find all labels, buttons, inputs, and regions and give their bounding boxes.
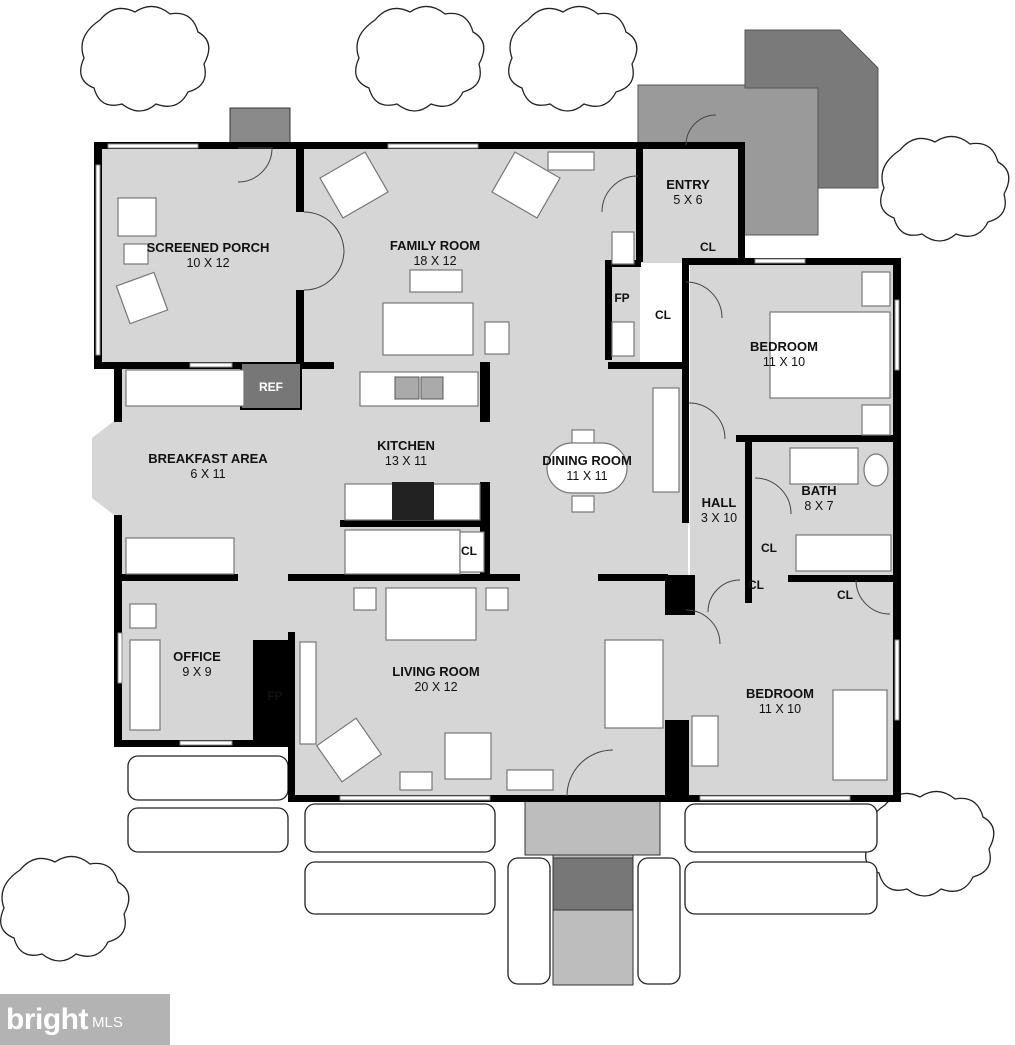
room-dims-family-room: 18 X 12 bbox=[413, 254, 456, 268]
closet-label: CL bbox=[655, 308, 671, 322]
tree-icon bbox=[865, 790, 995, 897]
refrigerator-label: REF bbox=[259, 380, 283, 394]
tree-icon bbox=[80, 5, 210, 112]
room-dims-bedroom-1: 11 X 10 bbox=[763, 355, 805, 369]
front-walkway bbox=[524, 799, 661, 986]
brand-logo: bright MLS bbox=[0, 994, 170, 1045]
room-dims-kitchen: 13 X 11 bbox=[385, 454, 427, 468]
closet-label: CL bbox=[748, 578, 764, 592]
room-name-bath: BATH bbox=[801, 483, 836, 498]
room-name-hall: HALL bbox=[702, 495, 737, 510]
fireplace-label: FP bbox=[267, 689, 282, 703]
room-dims-bedroom-2: 11 X 10 bbox=[759, 702, 801, 716]
room-name-bedroom-1: BEDROOM bbox=[750, 339, 818, 354]
closet-label: CL bbox=[700, 240, 716, 254]
room-name-family-room: FAMILY ROOM bbox=[390, 238, 480, 253]
room-dims-entry: 5 X 6 bbox=[673, 193, 702, 207]
tree-icon bbox=[355, 5, 485, 112]
logo-suffix: MLS bbox=[91, 1014, 123, 1031]
room-dims-breakfast-area: 6 X 11 bbox=[190, 467, 225, 481]
room-dims-bath: 8 X 7 bbox=[804, 499, 833, 513]
room-labels: SCREENED PORCH 10 X 12 FAMILY ROOM 18 X … bbox=[147, 177, 837, 716]
room-name-dining-room: DINING ROOM bbox=[542, 453, 632, 468]
room-name-kitchen: KITCHEN bbox=[377, 438, 435, 453]
closet-label: CL bbox=[837, 588, 853, 602]
room-name-breakfast-area: BREAKFAST AREA bbox=[148, 451, 268, 466]
logo-brand: bright bbox=[6, 1002, 88, 1036]
room-dims-living-room: 20 X 12 bbox=[414, 680, 457, 694]
room-dims-dining-room: 11 X 11 bbox=[566, 469, 607, 483]
fixture-labels: CL CL CL CL CL CL FP FP REF bbox=[259, 240, 853, 703]
room-dims-screened-porch: 10 X 12 bbox=[186, 256, 229, 270]
room-dims-office: 9 X 9 bbox=[182, 665, 211, 679]
windows bbox=[95, 143, 900, 801]
closet-label: CL bbox=[761, 541, 777, 555]
room-dims-hall: 3 X 10 bbox=[701, 511, 737, 525]
closet-label: CL bbox=[461, 544, 477, 558]
room-name-entry: ENTRY bbox=[666, 177, 710, 192]
furniture bbox=[115, 151, 892, 791]
hedges bbox=[127, 755, 878, 985]
doors bbox=[237, 114, 891, 797]
tree-icon bbox=[880, 135, 1010, 242]
room-name-bedroom-2: BEDROOM bbox=[746, 686, 814, 701]
room-name-office: OFFICE bbox=[173, 649, 221, 664]
room-name-screened-porch: SCREENED PORCH bbox=[147, 240, 270, 255]
room-name-living-room: LIVING ROOM bbox=[392, 664, 479, 679]
tree-icon bbox=[508, 5, 638, 112]
tree-icon bbox=[0, 855, 130, 962]
fireplace-label: FP bbox=[614, 291, 629, 305]
trees bbox=[0, 5, 1010, 962]
